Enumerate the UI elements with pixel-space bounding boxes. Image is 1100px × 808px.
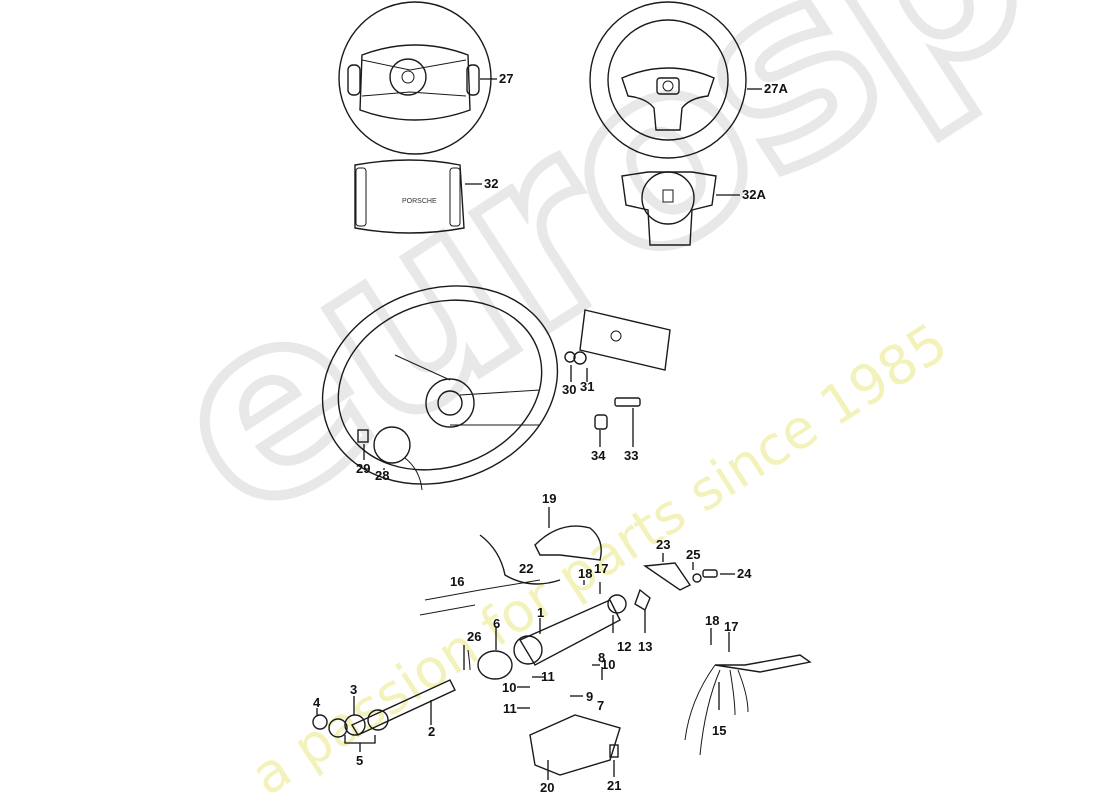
callout-10-lower: 10 [502,680,517,695]
callout-25: 25 [686,547,701,562]
callout-24: 24 [737,566,752,581]
callout-28: 28 [375,468,390,483]
callout-1: 1 [537,605,545,620]
steering-wheel-perspective [321,285,559,485]
callout-9: 9 [586,689,594,704]
column-tube-1 [518,599,621,666]
callout-11-lower: 11 [503,701,517,716]
callout-12: 12 [617,639,632,654]
callout-19: 19 [542,491,557,506]
callout-10-upper: 10 [601,657,616,672]
callout-7: 7 [597,698,605,713]
switch-cover-19 [534,525,602,561]
callout-15: 15 [712,723,727,738]
porsche-emblem-text: PORSCHE [402,198,437,205]
callout-11-upper: 11 [541,669,555,684]
steering-wheel-27a [589,1,747,159]
steering-wheel-27 [338,1,492,155]
callout-17-upper: 17 [594,561,609,576]
callout-18-lower: 18 [705,613,720,628]
callout-2: 2 [428,724,436,739]
callout-23: 23 [656,537,671,552]
callout-3: 3 [350,682,358,697]
callout-27: 27 [499,71,514,86]
bracket-23 [643,562,692,591]
lower-cover-20 [529,714,621,776]
callout-33: 33 [624,448,639,463]
callout-30: 30 [562,382,577,397]
callout-34: 34 [591,448,606,463]
callout-26: 26 [467,629,482,644]
callout-18-upper: 18 [578,566,593,581]
callout-5: 5 [356,753,364,768]
callout-13: 13 [638,639,653,654]
callout-6: 6 [493,616,501,631]
callout-8: 8 [598,650,606,665]
horn-pad-32a [621,171,717,246]
horn-plate [579,309,671,371]
callout-4: 4 [313,695,321,710]
callout-22: 22 [519,561,534,576]
steering-shaft-2 [350,679,456,736]
callout-17-lower: 17 [724,619,739,634]
callout-16: 16 [450,574,465,589]
callout-29: 29 [356,461,371,476]
wiper-switch-15 [714,654,812,673]
callout-32: 32 [484,176,499,191]
callout-31: 31 [580,379,595,394]
horn-pad-32 [354,159,465,234]
callout-27a: 27A [764,81,788,96]
callout-32a: 32A [742,187,766,202]
turn-signal-switch-16 [479,534,561,585]
callout-20: 20 [540,780,555,795]
callout-21: 21 [607,778,622,793]
